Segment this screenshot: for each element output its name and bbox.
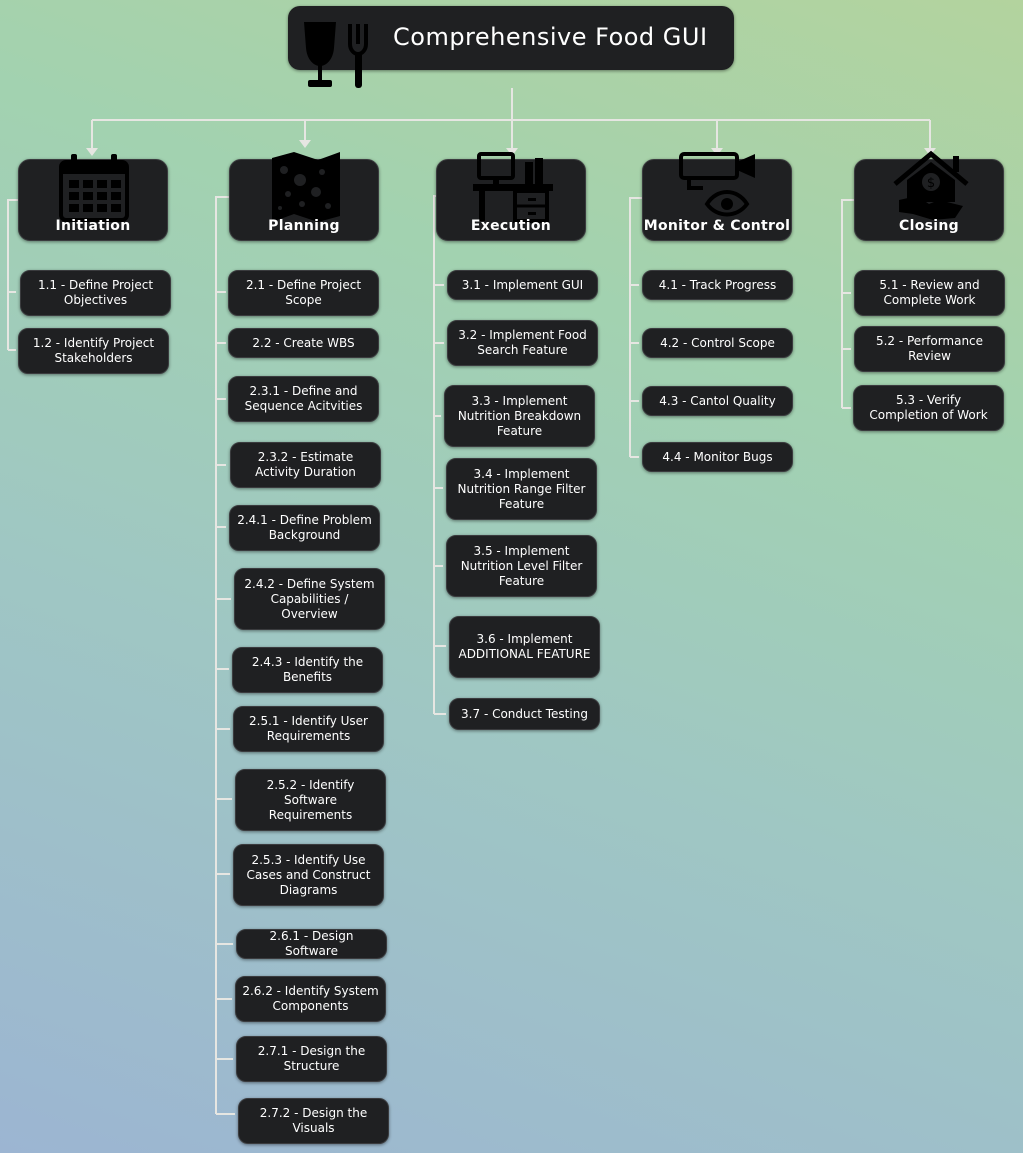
house-handshake-icon: $ <box>893 150 969 220</box>
diagram-title: Comprehensive Food GUI <box>393 23 708 51</box>
calendar-icon <box>59 154 129 222</box>
phase-label: Closing <box>899 218 959 234</box>
task-3-6[interactable]: 3.6 - Implement ADDITIONAL FEATURE <box>449 616 600 678</box>
task-5-3[interactable]: 5.3 - Verify Completion of Work <box>853 385 1004 431</box>
task-2-5-1[interactable]: 2.5.1 - Identify User Requirements <box>233 706 384 752</box>
root-node <box>288 6 734 88</box>
phase-label: Execution <box>470 218 552 234</box>
task-2-7-2[interactable]: 2.7.2 - Design the Visuals <box>238 1098 389 1144</box>
task-3-1[interactable]: 3.1 - Implement GUI <box>447 270 598 300</box>
phase-closing[interactable]: $ Closing <box>854 150 1004 241</box>
task-1-2[interactable]: 1.2 - Identify Project Stakeholders <box>18 328 169 374</box>
task-5-2[interactable]: 5.2 - Performance Review <box>854 326 1005 372</box>
task-2-6-2[interactable]: 2.6.2 - Identify System Components <box>235 976 386 1022</box>
task-2-3-2[interactable]: 2.3.2 - Estimate Activity Duration <box>230 442 381 488</box>
wine-glass-fork-icon <box>304 22 368 88</box>
task-3-2[interactable]: 3.2 - Implement Food Search Feature <box>447 320 598 366</box>
task-2-5-2[interactable]: 2.5.2 - Identify Software Requirements <box>235 769 386 831</box>
task-1-1[interactable]: 1.1 - Define Project Objectives <box>20 270 171 316</box>
task-2-5-3[interactable]: 2.5.3 - Identify Use Cases and Construct… <box>233 844 384 906</box>
task-4-4[interactable]: 4.4 - Monitor Bugs <box>642 442 793 472</box>
security-camera-eye-icon <box>679 152 755 217</box>
task-2-1[interactable]: 2.1 - Define Project Scope <box>228 270 379 316</box>
task-2-3-1[interactable]: 2.3.1 - Define and Sequence Acitvities <box>228 376 379 422</box>
phase-execution[interactable]: Execution <box>436 152 586 241</box>
svg-text:$: $ <box>927 176 935 191</box>
task-4-1[interactable]: 4.1 - Track Progress <box>642 270 793 300</box>
phase-label: Planning <box>268 218 340 234</box>
task-2-6-1[interactable]: 2.6.1 - Design Software <box>236 929 387 959</box>
task-2-2[interactable]: 2.2 - Create WBS <box>228 328 379 358</box>
task-5-1[interactable]: 5.1 - Review and Complete Work <box>854 270 1005 316</box>
task-2-7-1[interactable]: 2.7.1 - Design the Structure <box>236 1036 387 1082</box>
phase-label: Monitor & Control <box>643 218 791 234</box>
task-2-4-2[interactable]: 2.4.2 - Define System Capabilities / Ove… <box>234 568 385 630</box>
task-3-7[interactable]: 3.7 - Conduct Testing <box>449 698 600 730</box>
task-3-5[interactable]: 3.5 - Implement Nutrition Level Filter F… <box>446 535 597 597</box>
phase-monitor-control[interactable]: Monitor & Control <box>642 152 792 241</box>
task-3-4[interactable]: 3.4 - Implement Nutrition Range Filter F… <box>446 458 597 520</box>
phase-initiation[interactable]: Initiation <box>18 154 168 241</box>
task-2-4-3[interactable]: 2.4.3 - Identify the Benefits <box>232 647 383 693</box>
task-3-3[interactable]: 3.3 - Implement Nutrition Breakdown Feat… <box>444 385 595 447</box>
task-2-4-1[interactable]: 2.4.1 - Define Problem Background <box>229 505 380 551</box>
phase-label: Initiation <box>55 218 131 234</box>
task-4-3[interactable]: 4.3 - Cantol Quality <box>642 386 793 416</box>
map-icon <box>272 152 340 222</box>
phase-planning[interactable]: Planning <box>229 152 379 241</box>
task-4-2[interactable]: 4.2 - Control Scope <box>642 328 793 358</box>
desk-computer-icon <box>473 152 553 223</box>
